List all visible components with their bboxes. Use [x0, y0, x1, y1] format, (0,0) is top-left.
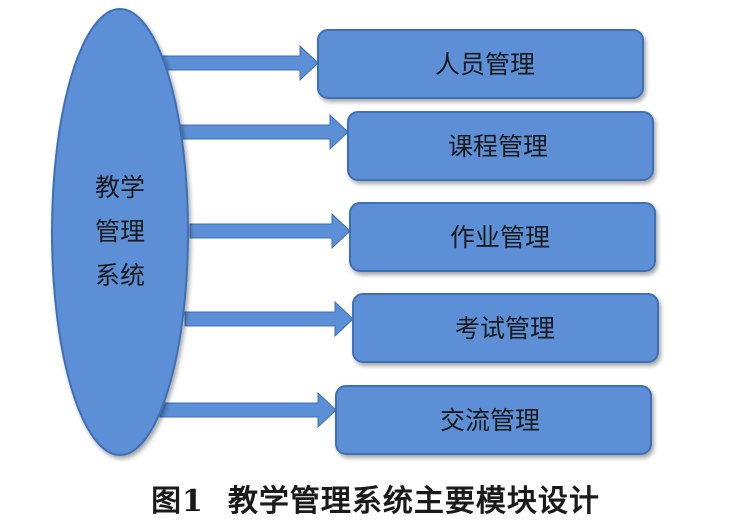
figure-caption: 图1 教学管理系统主要模块设计: [0, 476, 751, 520]
module-label-5: 交流管理: [440, 406, 540, 435]
arrow-to-module-4: [184, 300, 354, 338]
arrow-to-module-3: [189, 212, 351, 250]
module-label-2: 课程管理: [448, 132, 548, 161]
module-label-3: 作业管理: [450, 223, 550, 252]
module-box-3: 作业管理: [349, 202, 656, 272]
center-label-line-1: 教学: [95, 173, 145, 202]
arrow-to-module-2: [179, 113, 349, 151]
center-ellipse: [51, 8, 189, 456]
center-label-line-3: 系统: [95, 261, 145, 290]
arrow-to-module-5: [159, 391, 337, 429]
module-diagram: 教学 管理 系统 人员管理 课程管理 作业管理 考试管理 交流管理: [51, 8, 659, 456]
module-box-2: 课程管理: [347, 111, 654, 181]
module-label-1: 人员管理: [435, 50, 535, 79]
figure-number: 图1: [151, 484, 204, 519]
module-box-5: 交流管理: [335, 385, 652, 455]
module-box-4: 考试管理: [352, 293, 659, 363]
figure-title: 教学管理系统主要模块设计: [227, 484, 600, 519]
center-label-line-2: 管理: [95, 217, 145, 246]
arrow-to-module-1: [149, 44, 319, 82]
module-label-4: 考试管理: [455, 314, 555, 343]
module-box-1: 人员管理: [317, 29, 644, 99]
